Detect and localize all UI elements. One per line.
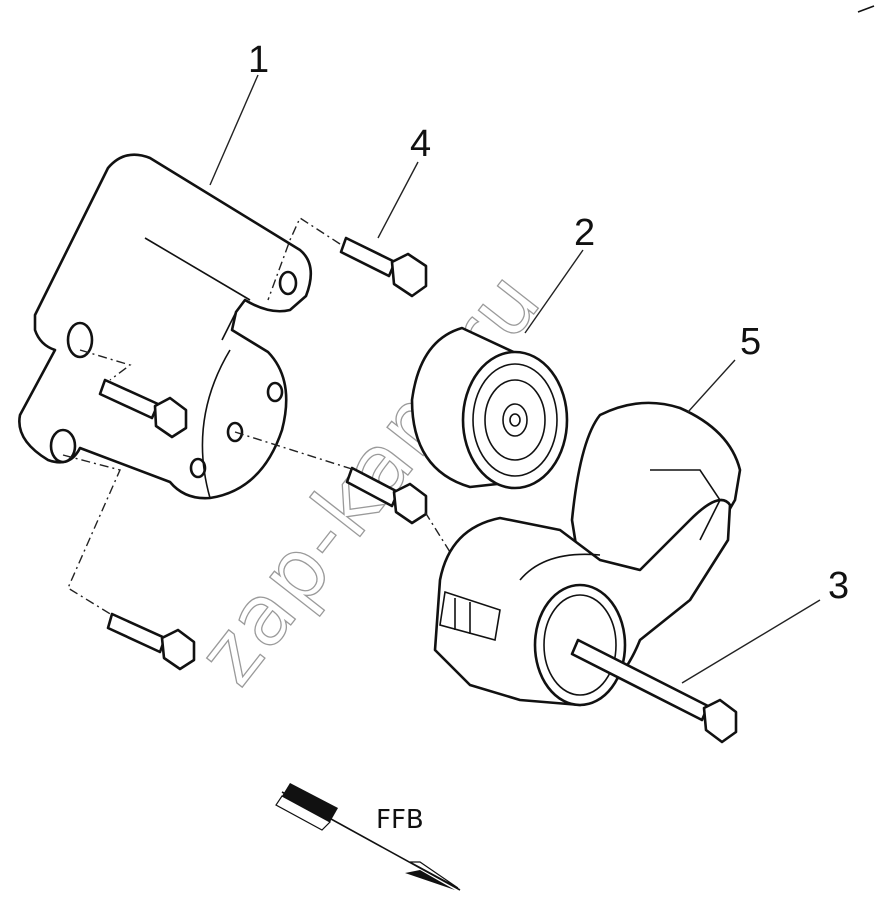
leader-line-4	[377, 161, 419, 239]
assembly-line-lower	[62, 454, 121, 616]
callout-4: 4	[410, 123, 431, 165]
callout-1: 1	[248, 39, 269, 81]
part-2-idler-pulley	[410, 326, 569, 490]
part-1-bracket	[18, 153, 313, 500]
direction-label: FFB	[376, 805, 424, 835]
callout-2: 2	[574, 212, 595, 254]
direction-arrow	[275, 783, 461, 891]
corner-mark	[857, 5, 875, 13]
assembly-line-center	[234, 431, 356, 471]
leader-line-1	[209, 74, 259, 186]
callout-5: 5	[740, 321, 761, 363]
part-5-tensioner	[433, 401, 742, 707]
part-4-bolt	[339, 236, 428, 298]
leader-line-2	[524, 249, 584, 334]
assembly-line-bolt4	[267, 216, 341, 301]
assembly-line-upper	[79, 349, 132, 381]
leader-line-3	[681, 599, 821, 684]
leader-line-5	[687, 359, 736, 413]
bolt-left-upper	[98, 378, 188, 439]
assembly-line-tensioner	[424, 511, 451, 553]
part-3-long-bolt	[570, 638, 738, 744]
callout-3: 3	[828, 565, 849, 607]
bolt-left-lower	[106, 612, 196, 671]
